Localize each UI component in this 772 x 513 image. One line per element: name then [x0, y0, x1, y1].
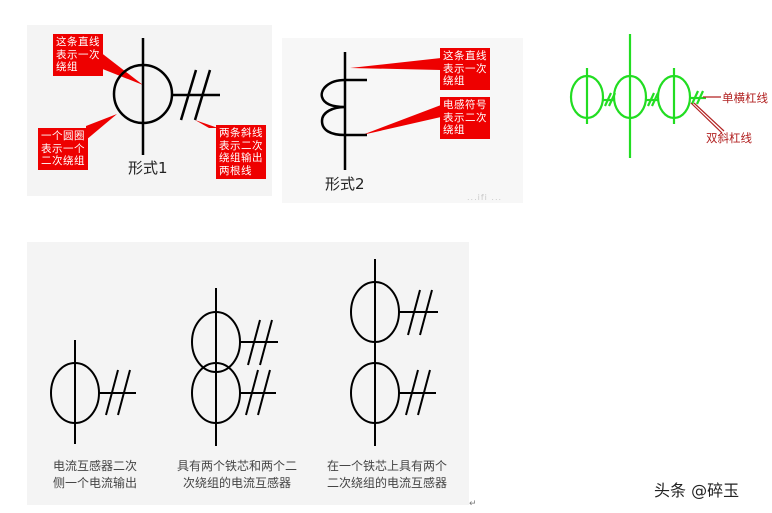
caption-variant-1: 电流互感器二次 侧一个电流输出 [52, 459, 137, 490]
v1-slash-1 [105, 369, 119, 416]
output-slash-2 [193, 69, 212, 121]
callout-output-slashes: 两条斜线 表示二次 绕组输出 两根线 [216, 125, 266, 179]
caption-variant-3: 在一个铁芯上具有两个 二次绕组的电流互感器 [326, 459, 447, 490]
leader-double-slash-1 [690, 102, 723, 134]
caption-variant-2: 具有两个铁芯和两个二 次绕组的电流互感器 [176, 459, 297, 490]
label-single-bar: 单横杠线 [722, 91, 768, 105]
caption-form-1: 形式1 [128, 159, 168, 177]
callout-primary-winding-2: 这条直线 表示一次 绕组 [440, 48, 490, 90]
v3-slash-lower-2 [417, 369, 431, 416]
callout-secondary-circle: 一个圆圈 表示一个 二次绕组 [38, 128, 88, 170]
inductor-symbol [320, 78, 367, 137]
watermark-credit: 头条 @碎玉 [654, 481, 740, 500]
green-slash-2a [647, 92, 655, 107]
green-slash-1a [604, 92, 612, 107]
panel-ct-variants [27, 242, 469, 505]
v2-slash-lower-1 [245, 369, 259, 416]
output-slash-1 [179, 69, 198, 121]
callout-pointer-slashes [195, 120, 218, 128]
faint-watermark: ...ifi ... [467, 193, 503, 202]
v2-slash-upper-2 [259, 319, 273, 366]
callout-pointer-inductor [362, 105, 441, 135]
v2-slash-lower-2 [257, 369, 271, 416]
v3-slash-upper-1 [407, 289, 421, 336]
callout-primary-winding: 这条直线 表示一次 绕组 [53, 34, 103, 76]
label-double-slash: 双斜杠线 [706, 131, 752, 145]
v3-slash-upper-2 [419, 289, 433, 336]
callout-pointer-primary-2 [350, 58, 441, 70]
callout-inductor-secondary: 电感符号 表示二次 绕组 [440, 97, 490, 139]
leader-double-slash-2 [693, 102, 725, 132]
green-slash-3a [691, 90, 699, 105]
v2-slash-upper-1 [247, 319, 261, 366]
green-slash-3b [696, 90, 704, 105]
green-slash-1b [608, 92, 616, 107]
callout-pointer-primary [95, 48, 143, 85]
caption-form-2: 形式2 [325, 175, 365, 193]
return-mark-icon: ↵ [469, 499, 477, 509]
callout-pointer-circle [86, 114, 117, 140]
green-slash-2b [651, 92, 659, 107]
v1-slash-2 [117, 369, 131, 416]
v3-slash-lower-1 [405, 369, 419, 416]
